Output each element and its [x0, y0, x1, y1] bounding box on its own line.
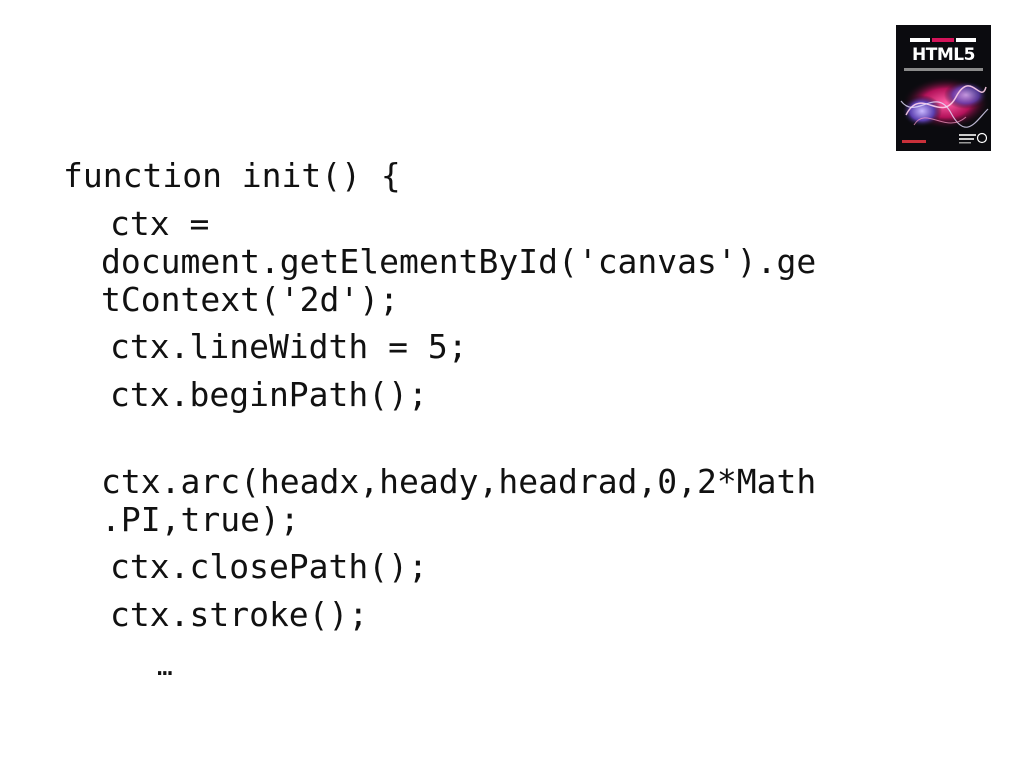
book-title: HTML5 [912, 45, 975, 65]
code-line-arc-cont: .PI,true); [101, 500, 300, 539]
book-banner [910, 38, 976, 42]
code-line-close-path: ctx.closePath(); [110, 547, 428, 586]
book-author-bar [902, 140, 926, 143]
code-line-line-width: ctx.lineWidth = 5; [110, 327, 468, 366]
code-line-ellipsis: … [157, 652, 173, 682]
code-line-arc: ctx.arc(headx,heady,headrad,0,2*Math [101, 462, 817, 501]
code-line-begin-path: ctx.beginPath(); [110, 375, 428, 414]
code-line-ctx-assign: ctx = [110, 204, 210, 243]
publisher-logo-icon [959, 132, 987, 144]
book-cover-art [896, 25, 991, 151]
book-cover-image: HTML5 [896, 25, 991, 151]
code-line-stroke: ctx.stroke(); [110, 595, 369, 634]
code-line-get-context: tContext('2d'); [101, 280, 400, 319]
code-line-function-init: function init() { [63, 156, 401, 195]
code-line-get-element: document.getElementById('canvas').ge [101, 242, 817, 281]
book-subtitle-bar [904, 68, 983, 71]
